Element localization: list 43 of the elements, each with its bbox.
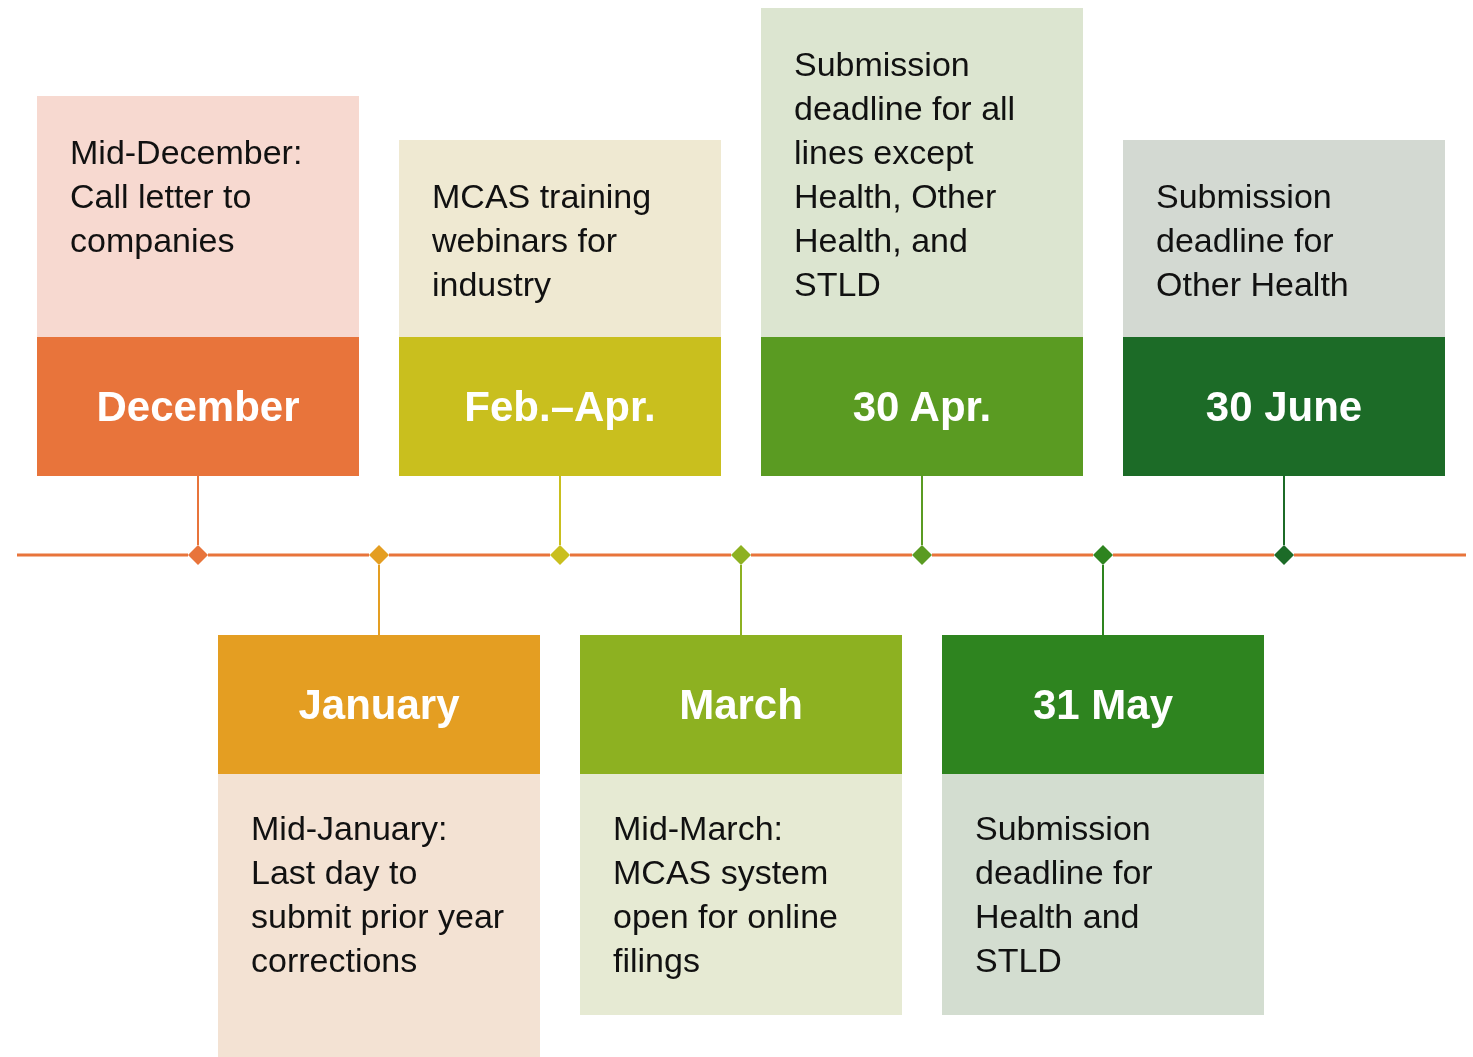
- timeline-line: [570, 553, 731, 557]
- timeline-card: [761, 8, 1083, 476]
- connector-line: [559, 475, 561, 546]
- timeline-line: [1294, 553, 1466, 557]
- timeline-card: [580, 635, 902, 1015]
- description-text: Submission deadline for Other Health: [1155, 176, 1350, 305]
- timeline-card: [942, 635, 1264, 1015]
- date-header: March: [580, 635, 902, 774]
- date-header: December: [37, 337, 359, 476]
- connector-line: [740, 564, 742, 636]
- timeline-card: [37, 96, 359, 476]
- date-header: January: [218, 635, 540, 774]
- date-header: 30 June: [1123, 337, 1445, 476]
- date-header: 30 Apr.: [761, 337, 1083, 476]
- timeline-line: [208, 553, 369, 557]
- diamond-marker: [1092, 544, 1114, 566]
- timeline-line: [1113, 553, 1274, 557]
- date-header: Feb.–Apr.: [399, 337, 721, 476]
- connector-line: [1283, 475, 1285, 546]
- connector-line: [921, 475, 923, 546]
- date-header: 31 May: [942, 635, 1264, 774]
- diamond-marker: [1273, 544, 1295, 566]
- description-text: Mid-December: Call letter to companies: [69, 132, 304, 261]
- diamond-marker: [911, 544, 933, 566]
- timeline-line: [389, 553, 550, 557]
- description-text: Submission deadline for all lines except Health, Other Health, and STLD: [793, 44, 1017, 305]
- description-text: Mid-January: Last day to submit prior year corrections: [250, 808, 506, 981]
- diamond-marker: [549, 544, 571, 566]
- diamond-marker: [368, 544, 390, 566]
- description-text: MCAS training webinars for industry: [431, 176, 653, 305]
- timeline-card: [399, 140, 721, 476]
- description-text: Mid-March: MCAS system open for online filings: [612, 808, 839, 981]
- timeline-card: [218, 635, 540, 1057]
- connector-line: [197, 475, 199, 546]
- diamond-marker: [730, 544, 752, 566]
- connector-line: [378, 564, 380, 636]
- diamond-marker: [187, 544, 209, 566]
- description-text: Submission deadline for Health and STLD: [974, 808, 1154, 981]
- connector-line: [1102, 564, 1104, 636]
- timeline-card: [1123, 140, 1445, 476]
- timeline-line: [751, 553, 912, 557]
- timeline-line: [932, 553, 1093, 557]
- timeline-line: [17, 553, 188, 557]
